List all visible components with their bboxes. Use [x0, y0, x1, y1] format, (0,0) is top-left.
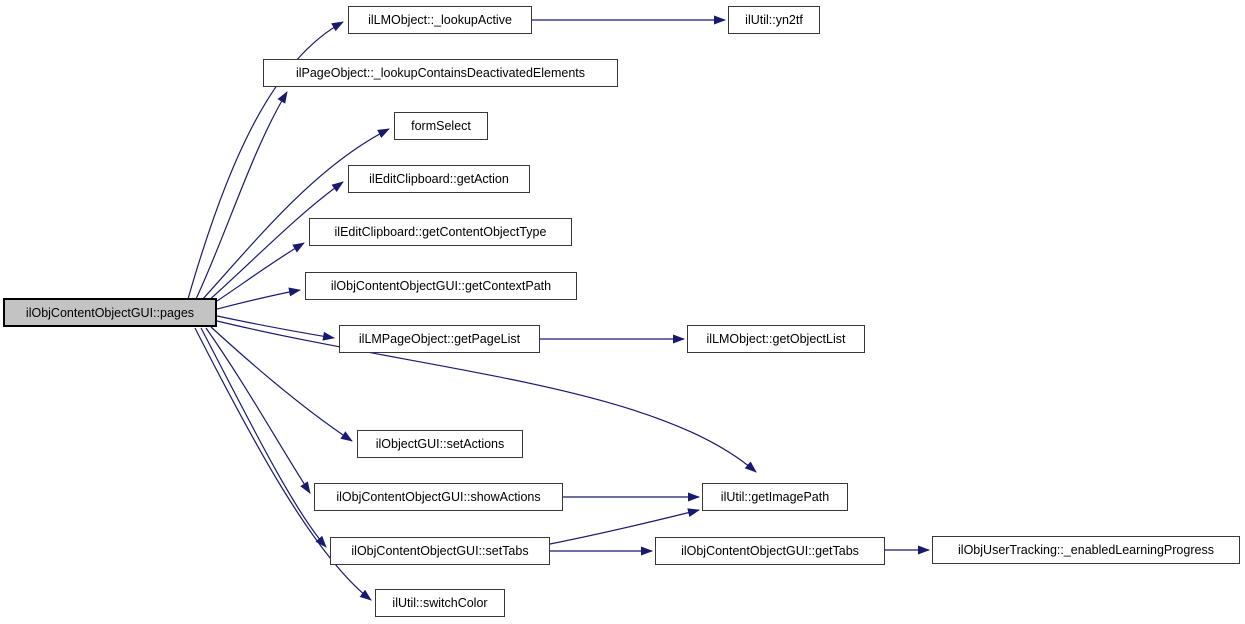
node-get-action[interactable]: ilEditClipboard::getAction — [348, 165, 530, 193]
node-switch-color[interactable]: ilUtil::switchColor — [375, 589, 505, 617]
node-lookup-contains-deactivated-elements[interactable]: ilPageObject::_lookupContainsDeactivated… — [263, 59, 618, 87]
node-get-page-list[interactable]: ilLMPageObject::getPageList — [339, 325, 540, 353]
edge-pages-get-context-path — [216, 287, 301, 310]
node-get-context-path[interactable]: ilObjContentObjectGUI::getContextPath — [305, 272, 577, 300]
node-lookup-active[interactable]: ilLMObject::_lookupActive — [348, 6, 532, 34]
edge-pages-set-tabs — [200, 327, 327, 548]
edge-pages-get-page-list — [216, 315, 335, 341]
node-set-actions[interactable]: ilObjectGUI::setActions — [357, 430, 523, 458]
edge-pages-set-actions — [210, 326, 353, 442]
node-enabled-learning-progress[interactable]: ilObjUserTracking::_enabledLearningProgr… — [932, 536, 1240, 564]
edge-pages-get-image-path — [216, 320, 757, 473]
edge-pages-show-actions — [205, 327, 311, 494]
edge-pages-lookup-contains — [195, 91, 288, 300]
edge-pages-get-content-object-type — [210, 242, 305, 306]
node-yn2tf[interactable]: ilUtil::yn2tf — [728, 6, 820, 34]
node-pages: ilObjContentObjectGUI::pages — [3, 298, 217, 327]
node-get-image-path[interactable]: ilUtil::getImagePath — [702, 483, 848, 511]
edge-pages-lookup-active — [187, 21, 344, 300]
node-form-select[interactable]: formSelect — [394, 112, 488, 140]
node-get-tabs[interactable]: ilObjContentObjectGUI::getTabs — [655, 537, 885, 565]
node-get-content-object-type[interactable]: ilEditClipboard::getContentObjectType — [309, 218, 572, 246]
edge-pages-form-select — [201, 128, 390, 301]
edge-pages-switch-color — [194, 327, 372, 601]
node-show-actions[interactable]: ilObjContentObjectGUI::showActions — [314, 483, 563, 511]
node-set-tabs[interactable]: ilObjContentObjectGUI::setTabs — [330, 537, 550, 565]
node-get-object-list[interactable]: ilLMObject::getObjectList — [687, 325, 865, 353]
edge-set-tabs-get-image-path — [549, 508, 700, 545]
edge-pages-get-action — [206, 181, 344, 303]
